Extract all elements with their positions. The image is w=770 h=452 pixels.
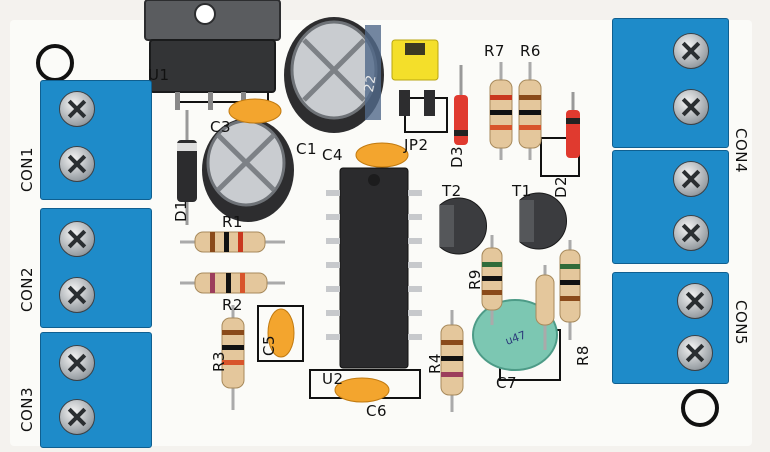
con3-terminal-block: [40, 332, 152, 448]
label-con2: CON2: [18, 266, 36, 312]
screw-icon: [59, 146, 95, 182]
r9-resistor: [481, 235, 503, 325]
label-c1: C1: [296, 140, 318, 158]
c5-ceramic-capacitor: [267, 308, 295, 358]
label-r6: R6: [520, 42, 541, 60]
c3-ceramic-capacitor: [228, 98, 282, 124]
r8-resistor: [559, 240, 581, 340]
label-c5: C5: [260, 334, 278, 356]
screw-icon: [59, 91, 95, 127]
label-c3: C3: [210, 118, 232, 136]
r5-resistor: [535, 265, 555, 350]
c4-ceramic-capacitor: [355, 142, 409, 168]
screw-icon: [673, 161, 709, 197]
screw-icon: [673, 89, 709, 125]
c2-electrolytic-capacitor: [284, 17, 384, 133]
con5-terminal-block: [612, 272, 729, 384]
mounting-hole-bottom-right: [681, 389, 719, 427]
u2-integrated-circuit: [326, 167, 422, 369]
label-r4: R4: [426, 353, 444, 374]
mounting-hole-top-left: [36, 44, 74, 82]
screw-icon: [677, 283, 713, 319]
screw-icon: [677, 335, 713, 371]
label-u2: U2: [322, 370, 344, 388]
r1-resistor: [180, 231, 285, 253]
label-con4: CON4: [732, 128, 750, 174]
screw-icon: [59, 345, 95, 381]
label-d1: D1: [172, 199, 190, 222]
screw-icon: [59, 277, 95, 313]
r6-resistor: [518, 62, 542, 160]
label-r3: R3: [210, 351, 228, 372]
r7-resistor: [489, 62, 513, 160]
label-c7: C7: [496, 374, 518, 392]
d1-diode: [177, 110, 197, 225]
con2-terminal-block: [40, 208, 152, 328]
r4-resistor: [440, 310, 464, 412]
capacitor-marking: 22: [361, 73, 380, 94]
con1-terminal-block: [40, 80, 152, 200]
label-d2: D2: [552, 175, 570, 198]
label-d3: D3: [448, 145, 466, 168]
label-r8: R8: [574, 345, 592, 366]
c1-electrolytic-capacitor: [202, 118, 294, 222]
screw-icon: [59, 399, 95, 435]
u1-voltage-regulator: [144, 0, 281, 110]
con4-lower-terminal-block: [612, 150, 729, 264]
c6-ceramic-capacitor: [334, 377, 390, 403]
d3-diode: [454, 65, 468, 145]
label-r2: R2: [222, 296, 243, 314]
screw-icon: [673, 215, 709, 251]
label-t2: T2: [442, 182, 462, 200]
r3-resistor: [221, 305, 245, 410]
t2-transistor: [439, 197, 488, 255]
t1-transistor: [519, 192, 568, 250]
label-t1: T1: [512, 182, 532, 200]
label-con5: CON5: [732, 300, 750, 346]
screw-icon: [59, 221, 95, 257]
label-c4: C4: [322, 146, 344, 164]
jp2-jumper: [391, 39, 439, 116]
label-r1: R1: [222, 213, 243, 231]
r2-resistor: [180, 272, 285, 294]
label-con1: CON1: [18, 146, 36, 192]
label-r9: R9: [466, 269, 484, 290]
d2-diode: [566, 92, 580, 158]
con4-upper-terminal-block: [612, 18, 729, 148]
label-con3: CON3: [18, 386, 36, 432]
label-u1: U1: [148, 66, 170, 84]
label-c6: C6: [366, 402, 388, 420]
label-jp2: JP2: [404, 136, 429, 154]
label-r7: R7: [484, 42, 505, 60]
screw-icon: [673, 33, 709, 69]
